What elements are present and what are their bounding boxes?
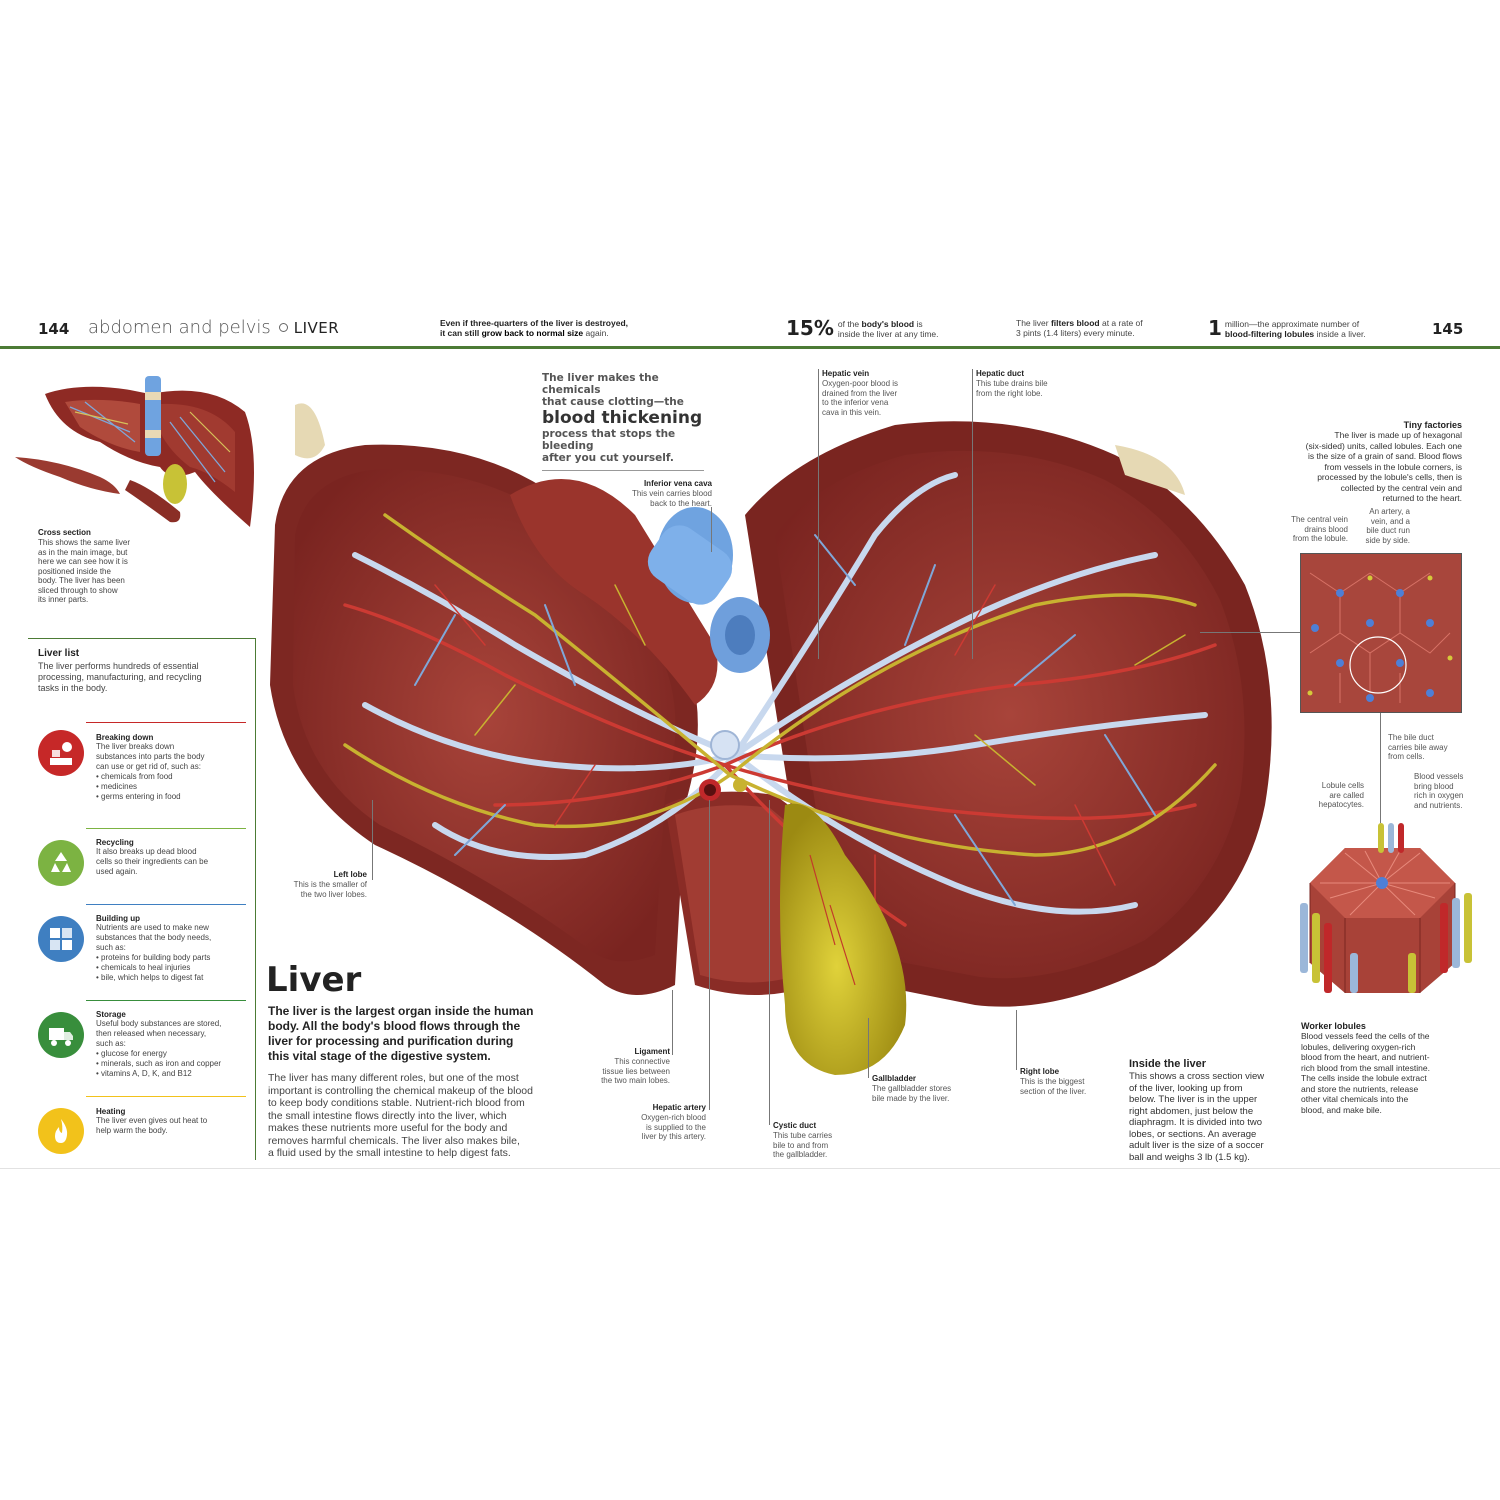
- page-bottom-edge: [0, 1168, 1500, 1169]
- list-item-breaking-down: Breaking down The liver breaks down subs…: [96, 733, 205, 801]
- item-rule: [86, 722, 246, 723]
- liver-intro: The liver is the largest organ inside th…: [268, 1004, 534, 1063]
- item-rule: [86, 1000, 246, 1001]
- cross-section-caption: Cross section This shows the same liver …: [38, 528, 131, 604]
- fact-regrow: Even if three-quarters of the liver is d…: [440, 318, 629, 338]
- leader-line: [769, 800, 770, 1125]
- section-heading: abdomen and pelvis LIVER: [88, 317, 339, 338]
- inside-liver-caption: Inside the liver This shows a cross sect…: [1129, 1058, 1265, 1163]
- lobule-tissue-image: [1300, 553, 1462, 713]
- topic-name: LIVER: [293, 319, 340, 337]
- leader-line: [868, 1018, 869, 1078]
- leader-line: [1200, 632, 1300, 633]
- leader-line: [372, 800, 373, 880]
- recycle-icon: [38, 840, 84, 886]
- fact-lobules: 1 million—the approximate number of bloo…: [1208, 316, 1366, 340]
- leader-line: [972, 369, 973, 659]
- cross-section-image: [15, 376, 254, 527]
- leader-line: [818, 369, 819, 659]
- liver-body-text: The liver has many different roles, but …: [268, 1072, 533, 1159]
- item-rule: [86, 904, 246, 905]
- liver-cross-section-illustration: [270, 403, 1272, 1075]
- cross-section-desc: This shows the same liver as in the main…: [38, 538, 131, 604]
- list-item-building-up: Building up Nutrients are used to make n…: [96, 914, 212, 982]
- truck-icon: [38, 1012, 84, 1058]
- puzzle-icon: [38, 916, 84, 962]
- leader-line: [672, 990, 673, 1055]
- worker-lobules-caption: Worker lobules Blood vessels feed the ce…: [1301, 1021, 1430, 1115]
- header-rule: [0, 346, 1500, 349]
- label-hepatic-vein: Hepatic vein Oxygen-poor blood is draine…: [822, 369, 899, 417]
- liver-title: Liver: [266, 960, 362, 1000]
- hammer-icon: [38, 730, 84, 776]
- clotting-callout: The liver makes the chemicals that cause…: [542, 372, 704, 471]
- label-inferior-vena-cava: Inferior vena cava This vein carries blo…: [631, 479, 712, 508]
- leader-line: [709, 800, 710, 1110]
- item-rule: [86, 828, 246, 829]
- leader-line: [1380, 713, 1381, 823]
- fact-blood-percent: 15% of the body's blood is inside the li…: [786, 316, 939, 340]
- liver-list-box: [28, 638, 256, 1160]
- page-number-right: 145: [1432, 320, 1464, 338]
- fact-filter-rate: The liver filters blood at a rate of 3 p…: [1016, 318, 1143, 338]
- leader-line: [711, 507, 712, 552]
- section-name: abdomen and pelvis: [88, 317, 271, 338]
- leader-line: [1016, 1010, 1017, 1070]
- list-item-storage: Storage Useful body substances are store…: [96, 1010, 222, 1078]
- page-number-left: 144: [38, 320, 70, 338]
- separator-dot-icon: [278, 322, 288, 332]
- liver-list-header: Liver list The liver performs hundreds o…: [38, 648, 202, 693]
- worker-lobule-image: [1300, 823, 1472, 993]
- list-item-heating: Heating The liver even gives out heat to…: [96, 1107, 208, 1135]
- item-rule: [86, 1096, 246, 1097]
- tiny-factories-caption: Tiny factories The liver is made up of h…: [1305, 420, 1462, 503]
- list-item-recycling: Recycling It also breaks up dead blood c…: [96, 838, 209, 876]
- flame-icon: [38, 1108, 84, 1154]
